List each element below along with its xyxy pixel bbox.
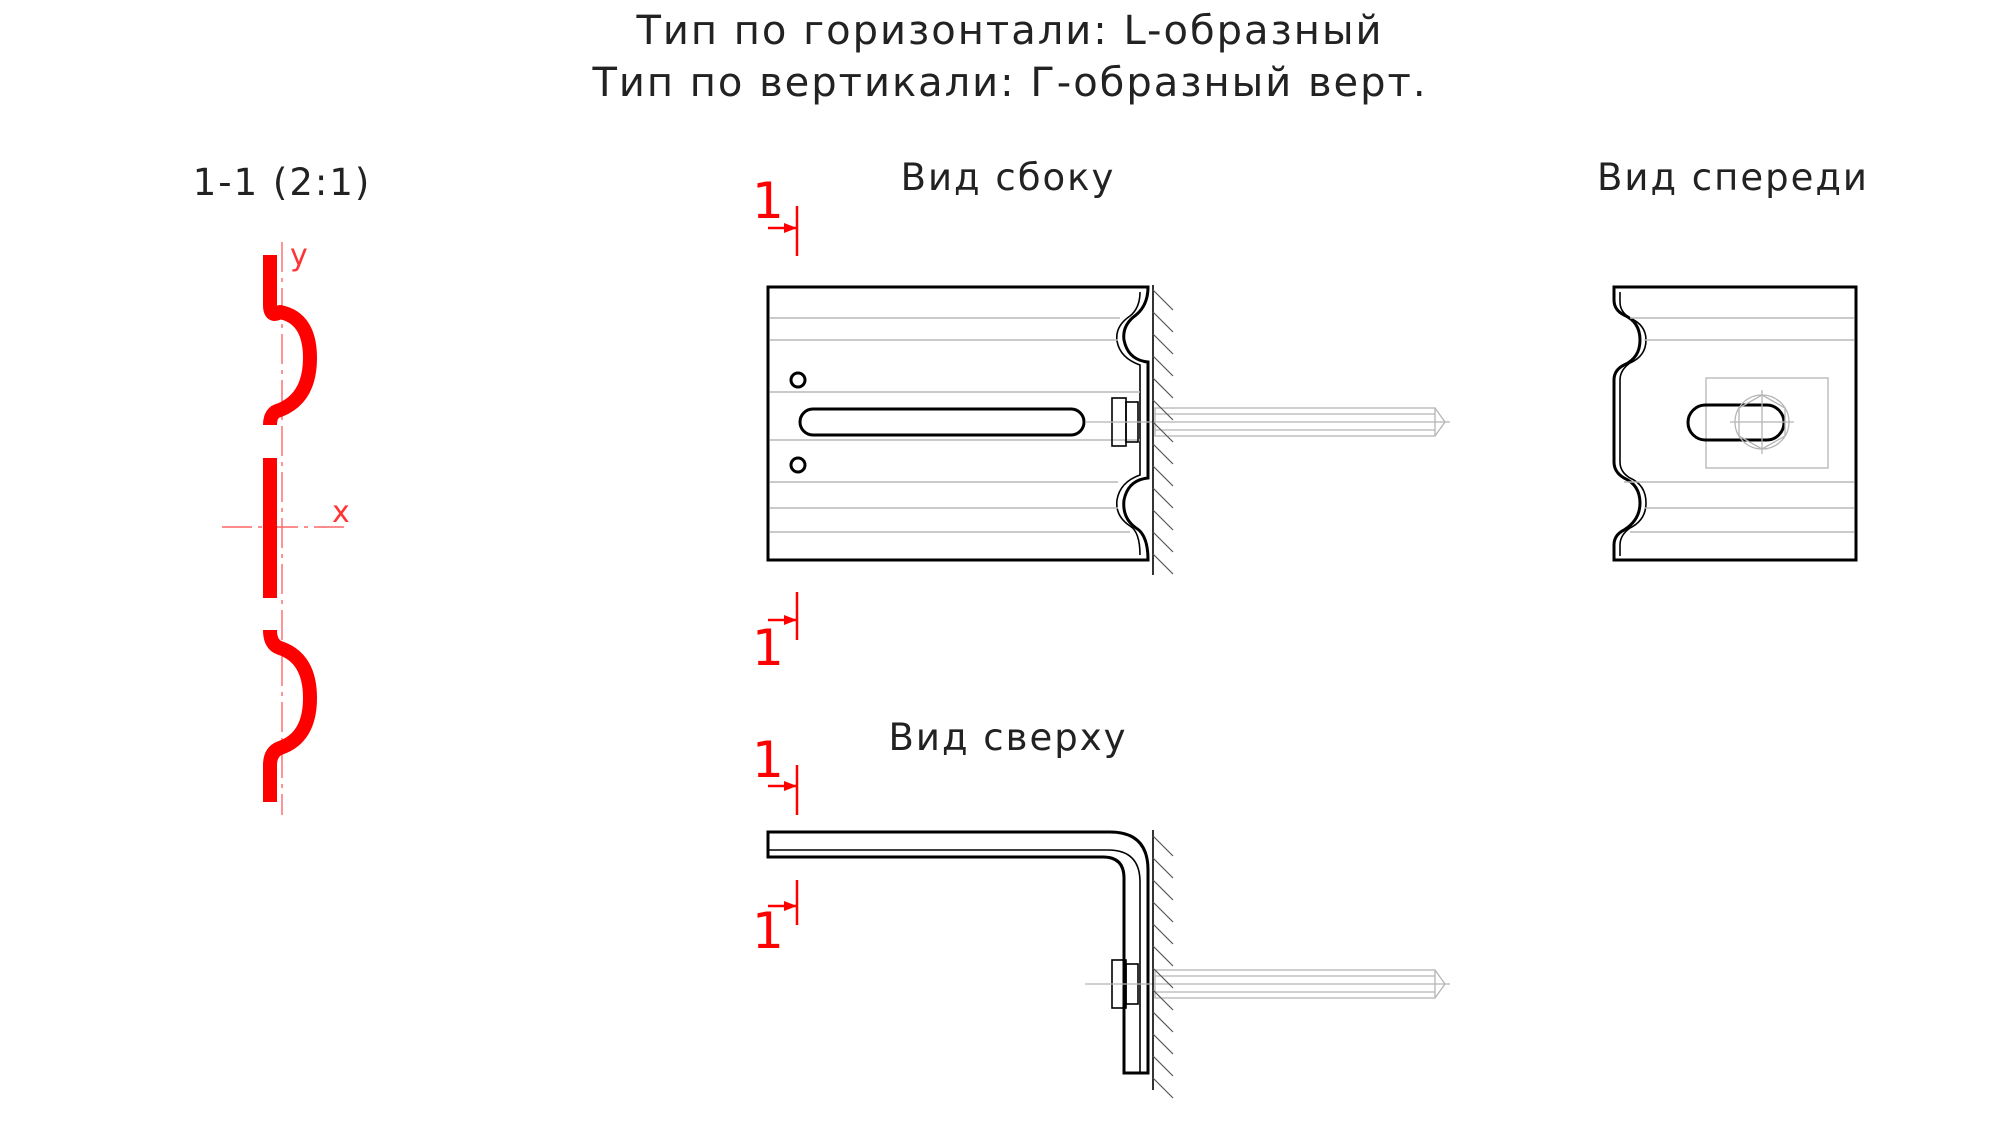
- bolt-shank: [1154, 969, 1436, 999]
- mount-hole-bottom: [789, 456, 807, 474]
- section-marker-side-bottom: 1: [752, 592, 799, 677]
- wall-hatching: [1152, 289, 1174, 575]
- y-axis-label: y: [290, 238, 308, 273]
- front-plate-outline: [1612, 285, 1858, 562]
- title-horizontal-type: Тип по горизонтали: L-образный: [635, 8, 1383, 54]
- mount-hole-top: [789, 371, 807, 389]
- section-marker-top-view-upper: 1: [752, 731, 799, 815]
- top-view: [766, 830, 1450, 1099]
- front-bend-line: [1619, 292, 1647, 556]
- side-view-label: Вид сбоку: [901, 156, 1116, 199]
- section-mark-number: 1: [752, 902, 784, 960]
- front-washer-plate: [1705, 377, 1829, 469]
- top-anchor-bolt: [1085, 959, 1450, 1009]
- section-1-1-profile: y x: [222, 238, 350, 815]
- section-mark-number: 1: [752, 172, 784, 230]
- section-mark-number: 1: [752, 731, 784, 789]
- top-angle-inner-line: [768, 849, 1141, 1073]
- section-marker-side-top: 1: [752, 172, 799, 256]
- side-view: [766, 285, 1450, 575]
- bolt-tip: [1434, 969, 1446, 999]
- title-vertical-type: Тип по вертикали: Г-образный верт.: [591, 60, 1427, 106]
- top-view-label: Вид сверху: [889, 716, 1128, 759]
- section-lower-wave: [263, 629, 317, 802]
- bolt-shank: [1154, 407, 1436, 437]
- adjustment-slot: [798, 407, 1086, 437]
- front-view-label: Вид спереди: [1597, 156, 1869, 199]
- top-angle-profile: [766, 830, 1150, 1075]
- x-axis-label: x: [332, 495, 350, 530]
- bolt-tip: [1434, 407, 1446, 437]
- section-view-label: 1-1 (2:1): [193, 161, 372, 204]
- section-upper-wave: [263, 255, 317, 426]
- side-plate-outline: [766, 285, 1150, 562]
- section-mark-number: 1: [752, 619, 784, 677]
- front-view: [1612, 285, 1858, 562]
- section-marker-top-view-lower: 1: [752, 880, 799, 960]
- wall-hatching: [1152, 835, 1174, 1099]
- anchor-bolt: [1085, 397, 1450, 447]
- side-bend-line: [1115, 291, 1141, 556]
